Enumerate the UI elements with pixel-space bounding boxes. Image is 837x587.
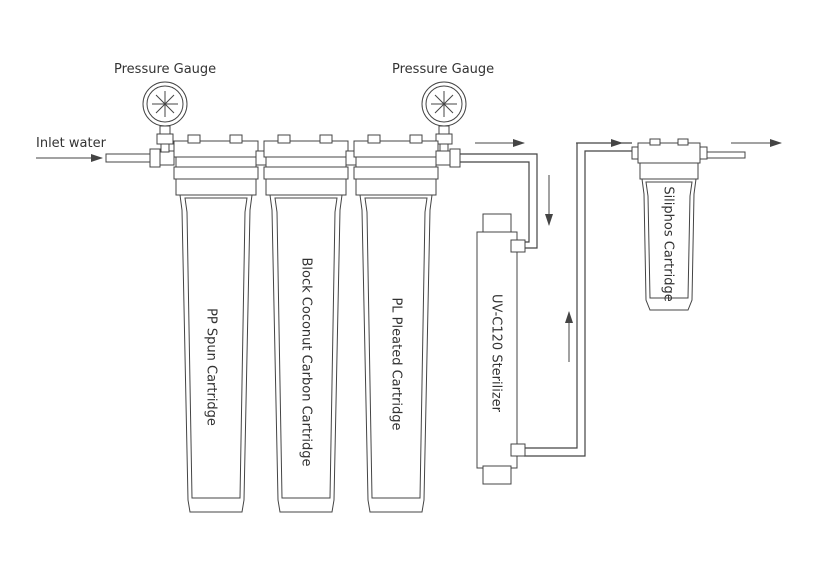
pleated-housing bbox=[353, 134, 439, 513]
pressure-gauge-label-left: Pressure Gauge bbox=[114, 62, 216, 77]
pp-spun-housing bbox=[173, 134, 259, 513]
uv-sterilizer-label: UV-C120 Sterilizer bbox=[489, 294, 504, 413]
pp-spun-label: PP Spun Cartridge bbox=[204, 308, 219, 426]
siliphos-label: Siliphos Cartridge bbox=[661, 186, 676, 301]
inlet-pipe bbox=[105, 148, 175, 168]
pleated-label: PL Pleated Cartridge bbox=[389, 297, 404, 430]
carbon-label: Block Coconut Carbon Cartridge bbox=[299, 257, 314, 466]
outlet-fitting bbox=[435, 148, 461, 168]
pressure-gauge-left bbox=[142, 81, 188, 153]
siliphos-housing bbox=[631, 138, 746, 311]
uv-sterilizer bbox=[476, 213, 526, 485]
carbon-housing bbox=[263, 134, 349, 513]
uv-piping bbox=[460, 142, 632, 457]
pressure-gauge-label-right: Pressure Gauge bbox=[392, 62, 494, 77]
inlet-water-label: Inlet water bbox=[36, 136, 107, 151]
